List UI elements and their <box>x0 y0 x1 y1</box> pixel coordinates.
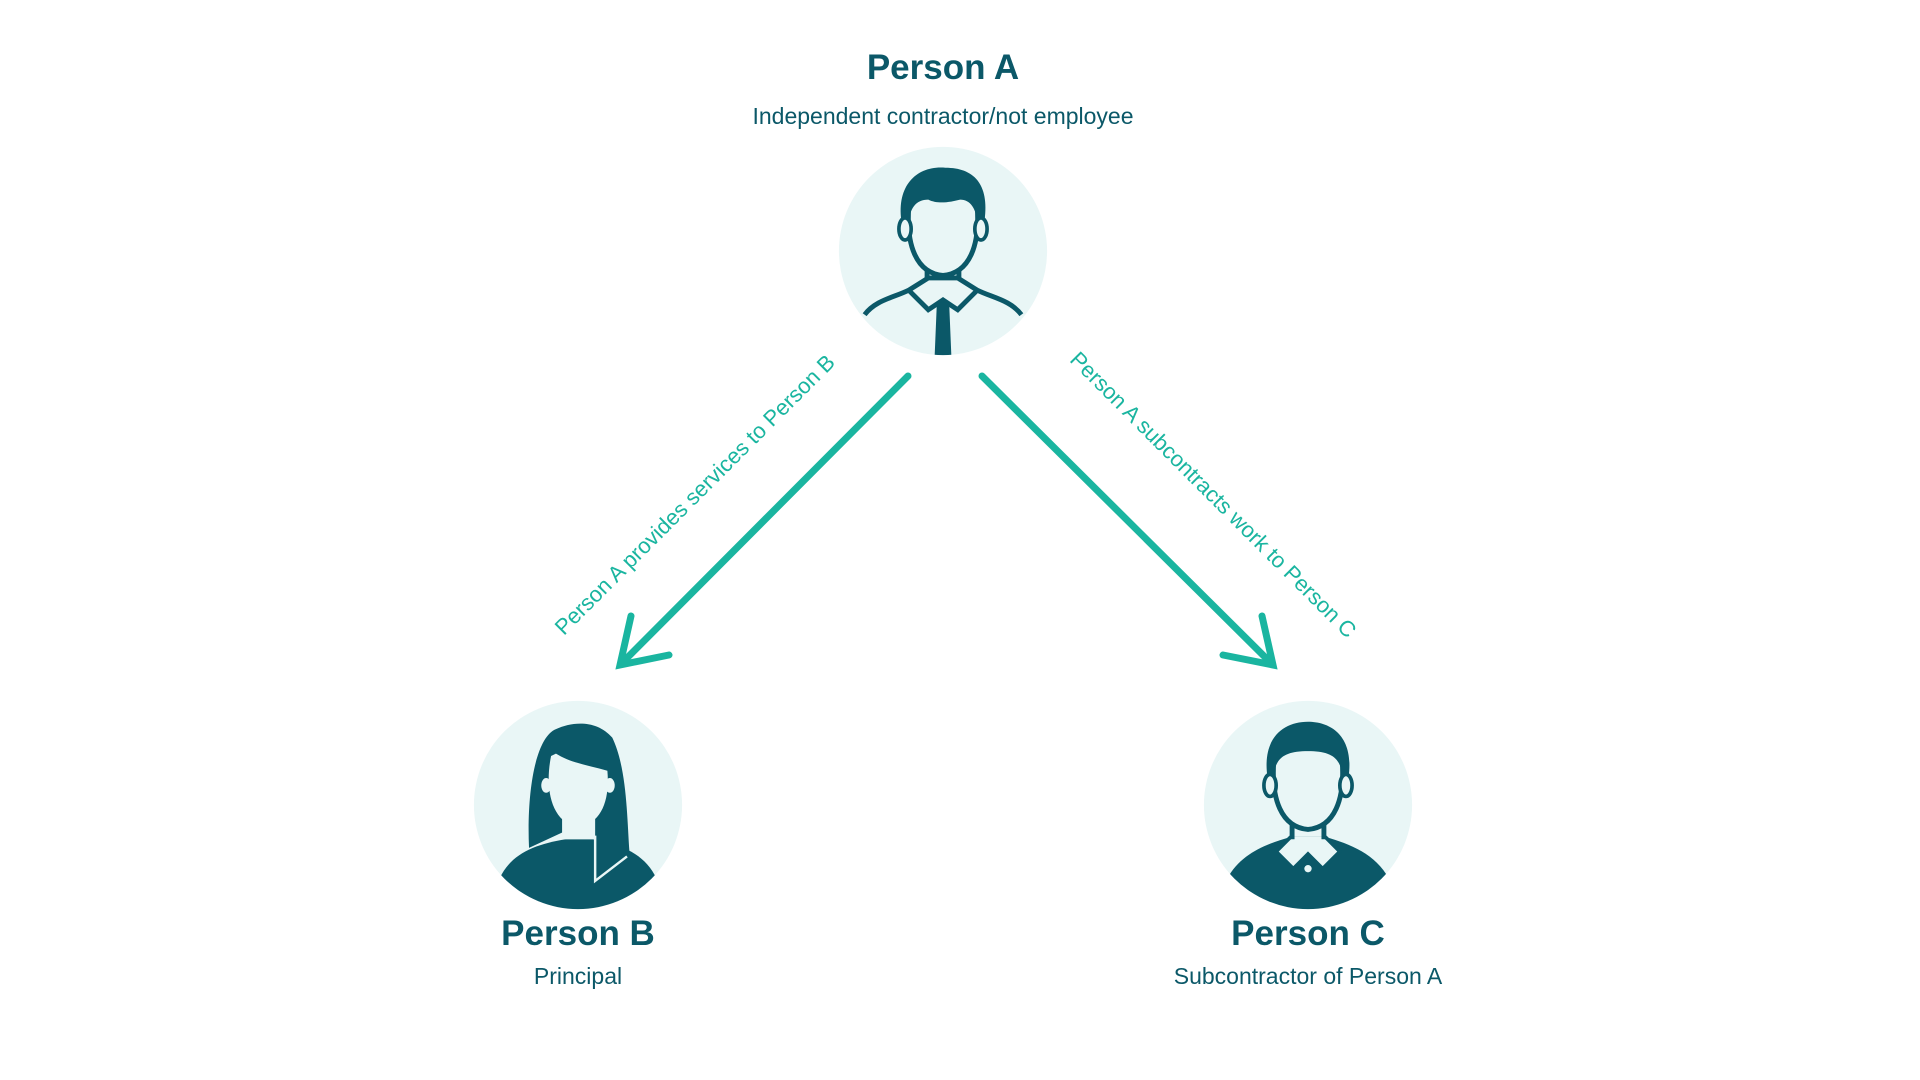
arrow-a-to-b <box>615 372 912 670</box>
person-a-role: Independent contractor/not employee <box>752 103 1133 129</box>
person-c-role: Subcontractor of Person A <box>1174 963 1443 989</box>
arrow-a-to-c <box>978 372 1278 670</box>
person-b-role: Principal <box>534 963 622 989</box>
person-c-name: Person C <box>1231 914 1385 953</box>
person-a-name: Person A <box>867 48 1019 87</box>
man-with-tie-icon <box>838 146 1048 356</box>
arrow-label-a-to-c: Person A subcontracts work to Person C <box>1065 347 1361 643</box>
woman-icon <box>473 700 683 910</box>
person-b-name: Person B <box>501 914 655 953</box>
arrow-label-a-to-b: Person A provides services to Person B <box>550 350 840 640</box>
man-with-collar-icon <box>1203 700 1413 910</box>
